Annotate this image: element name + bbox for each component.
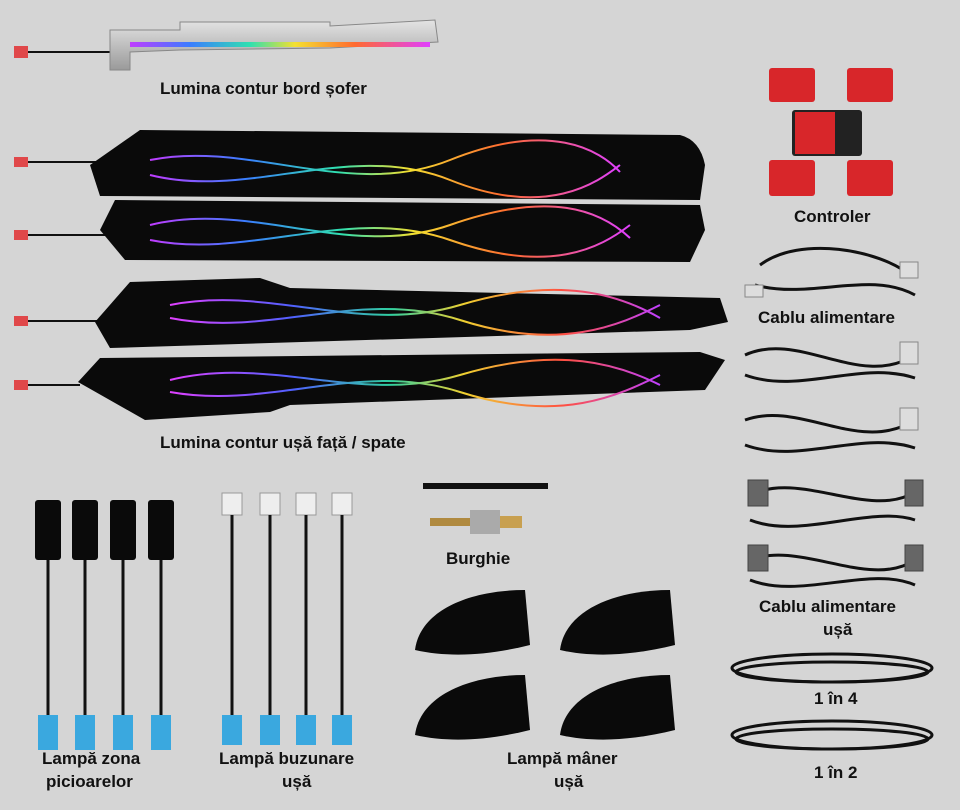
handle-lamps xyxy=(415,590,675,740)
label-controller: Controler xyxy=(794,207,871,226)
label-handle-lamp-line2: ușă xyxy=(554,772,584,791)
door-pocket-lamps xyxy=(221,492,353,745)
label-drill: Burghie xyxy=(446,549,511,568)
label-door-power-cable-line2: ușă xyxy=(823,620,853,639)
footwell-lamps xyxy=(35,500,174,750)
door-light-panel-1 xyxy=(14,130,705,200)
label-footwell-lamp-line2: picioarelor xyxy=(46,772,133,791)
splitter-coils xyxy=(730,652,934,751)
door-light-panel-4 xyxy=(14,352,725,420)
label-door-light: Lumina contur ușă față / spate xyxy=(160,433,406,452)
label-splitter-1-4: 1 în 4 xyxy=(814,689,858,708)
door-light-panel-3 xyxy=(14,278,728,348)
door-power-cables xyxy=(744,341,924,588)
label-power-cable: Cablu alimentare xyxy=(758,308,895,327)
label-driver-dash-light: Lumina contur bord șofer xyxy=(160,79,367,98)
label-handle-lamp-line1: Lampă mâner xyxy=(507,749,618,768)
label-door-pocket-lamp-line2: ușă xyxy=(282,772,312,791)
drill-bit xyxy=(423,483,548,534)
door-light-panel-2 xyxy=(14,200,705,262)
label-splitter-1-2: 1 în 2 xyxy=(814,763,858,782)
label-door-pocket-lamp-line1: Lampă buzunare xyxy=(219,749,355,768)
power-cable xyxy=(744,246,919,298)
label-footwell-lamp-line1: Lampă zona xyxy=(42,749,141,768)
label-door-power-cable-line1: Cablu alimentare xyxy=(759,597,896,616)
driver-dash-light-strip xyxy=(14,19,439,71)
controller-modules xyxy=(769,68,893,196)
